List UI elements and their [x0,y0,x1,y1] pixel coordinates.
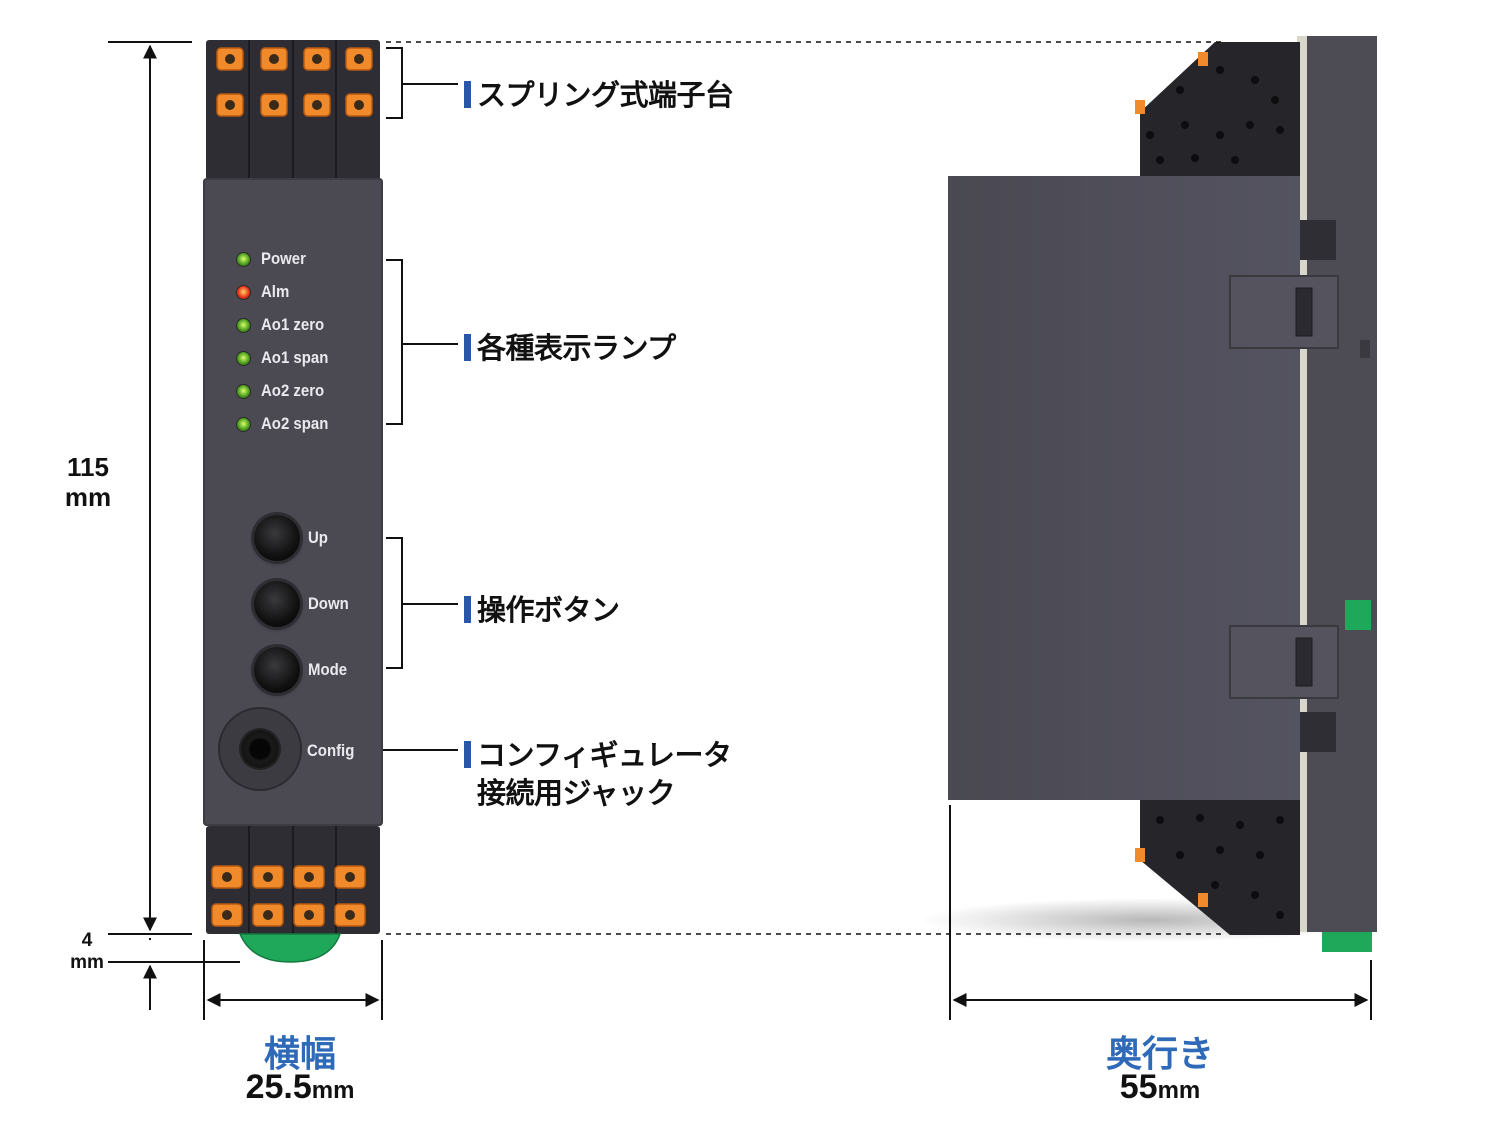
height-dimension-label: 115 mm [48,452,128,512]
front-din-clip [238,933,342,963]
led-label: Ao1 zero [261,315,325,334]
callout-config-jack: コンフィギュレータ [464,732,732,774]
callout-text: 各種表示ランプ [477,331,676,365]
width-title: 横幅 [263,1034,336,1075]
led-ao1-zero: Ao1 zero [236,313,333,337]
depth-value-label: 55mm [1060,1068,1260,1107]
bottom-terminal-block [206,826,380,934]
led-label: Power [261,249,306,268]
led-ao2-zero: Ao2 zero [236,379,333,403]
down-button[interactable] [254,581,300,627]
mode-button-label: Mode [308,660,348,679]
clip-value: 4 [81,930,93,951]
led-indicator [236,284,251,300]
callout-text-line1: コンフィギュレータ [477,738,732,772]
depth-unit: mm [1157,1077,1201,1104]
depth-title: 奥行き [1105,1034,1214,1075]
led-ao2-span: Ao2 span [236,412,338,436]
callout-text: スプリング式端子台 [477,78,734,112]
height-value: 115 [67,452,109,482]
width-unit: mm [311,1077,355,1104]
mode-button[interactable] [254,647,300,693]
callout-marker [464,334,471,361]
top-terminal-block [206,40,380,180]
callout-spring-terminal: スプリング式端子台 [464,72,734,114]
led-indicator [236,317,251,333]
callout-marker [464,596,471,623]
led-indicator [236,251,251,267]
config-jack[interactable] [218,707,302,791]
up-button[interactable] [254,515,300,561]
led-label: Ao2 span [261,414,329,433]
depth-dimension [949,805,1372,1020]
width-dimension [203,940,383,1020]
config-jack-label: Config [307,741,355,760]
clip-dimension-label: 4 mm [62,930,112,974]
led-label: Alm [261,282,290,301]
led-ao1-span: Ao1 span [236,346,338,370]
jack-socket [241,730,279,768]
up-button-label: Up [308,528,328,547]
side-module [920,36,1380,952]
height-unit: mm [64,482,112,512]
led-label: Ao2 zero [261,381,325,400]
clip-unit: mm [70,952,104,973]
led-indicator [236,383,251,399]
callout-marker [464,81,471,108]
clip-dimension [108,938,240,1010]
callout-operation-buttons: 操作ボタン [464,587,620,629]
led-alarm: Alm [236,280,293,304]
led-label: Ao1 span [261,348,329,367]
led-indicator [236,350,251,366]
width-value: 25.5 [245,1068,312,1106]
led-indicator [236,416,251,432]
width-value-label: 25.5mm [200,1068,400,1107]
depth-value: 55 [1119,1068,1158,1106]
callout-text: 操作ボタン [477,593,620,627]
down-button-label: Down [308,594,349,613]
led-power: Power [236,247,312,271]
callout-marker [464,741,471,768]
callout-config-jack-line2: 接続用ジャック [477,770,676,812]
height-dimension [108,41,192,935]
callout-indicator-lamps: 各種表示ランプ [464,325,676,367]
callout-text-line2: 接続用ジャック [477,776,676,810]
